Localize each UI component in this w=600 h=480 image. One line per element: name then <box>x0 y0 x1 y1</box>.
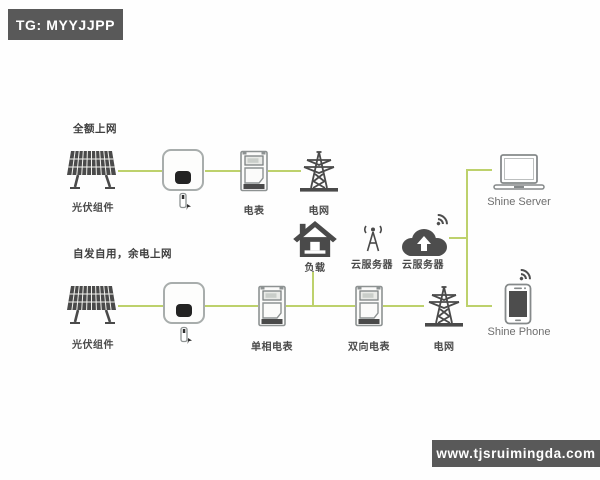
connector-trunk-phone <box>466 305 492 307</box>
single-phase-meter-icon <box>258 285 286 327</box>
connector-trunk-vertical <box>466 169 468 307</box>
inverter-status-dot-row2 <box>176 304 192 317</box>
wifi-icon <box>433 211 451 229</box>
connector-load-row2 <box>312 272 314 305</box>
solar-panel-icon-row2 <box>66 284 118 326</box>
pylon-icon-row2 <box>424 285 464 327</box>
connector-trunk-server <box>466 169 492 171</box>
inverter-icon <box>162 149 204 191</box>
meter-icon <box>240 150 268 192</box>
single-phase-meter-label: 单相电表 <box>251 342 293 353</box>
cloud-server-label: 云服务器 <box>402 260 444 271</box>
watermark-url-badge: www.tjsruimingda.com <box>432 440 600 467</box>
antenna-icon <box>359 223 387 253</box>
solar-panel-icon <box>66 149 118 191</box>
antenna-server-label: 云服务器 <box>351 260 393 271</box>
connector-row1-pv-inverter <box>118 170 163 172</box>
laptop-icon <box>492 153 546 193</box>
connector-row2-inverter-meter1 <box>205 305 258 307</box>
inverter-icon-row2 <box>163 282 205 324</box>
dongle-icon <box>176 191 192 211</box>
connector-cloud-trunk <box>449 237 467 239</box>
connector-row2-pv-inverter <box>118 305 163 307</box>
section-title-full-feed-in: 全额上网 <box>73 123 117 135</box>
pylon-icon <box>299 150 339 192</box>
load-label: 负载 <box>304 263 326 274</box>
connector-row1-inverter-meter <box>205 170 241 172</box>
wifi-icon-phone <box>516 266 534 284</box>
shine-server-label: Shine Server <box>487 196 551 208</box>
connector-row1-meter-grid <box>268 170 301 172</box>
pv-module-label-row1: 光伏组件 <box>72 203 114 214</box>
phone-icon <box>504 283 532 325</box>
grid-label-row1: 电网 <box>308 206 330 217</box>
shine-phone-label: Shine Phone <box>487 326 551 338</box>
meter-label-row1: 电表 <box>243 206 265 217</box>
pv-module-label-row2: 光伏组件 <box>72 340 114 351</box>
dongle-icon-row2 <box>177 325 193 345</box>
bidirectional-meter-icon <box>355 285 383 327</box>
section-title-self-consumption: 自发自用，余电上网 <box>73 248 172 260</box>
connector-row2-meter2-grid <box>383 305 424 307</box>
cloud-upload-icon <box>397 227 449 257</box>
inverter-status-dot <box>175 171 191 184</box>
grid-label-row2: 电网 <box>433 342 455 353</box>
connector-row2-meter1-meter2 <box>286 305 355 307</box>
watermark-tg-badge: TG: MYYJJPP <box>8 9 123 40</box>
bidirectional-meter-label: 双向电表 <box>348 342 390 353</box>
house-icon <box>292 221 338 257</box>
